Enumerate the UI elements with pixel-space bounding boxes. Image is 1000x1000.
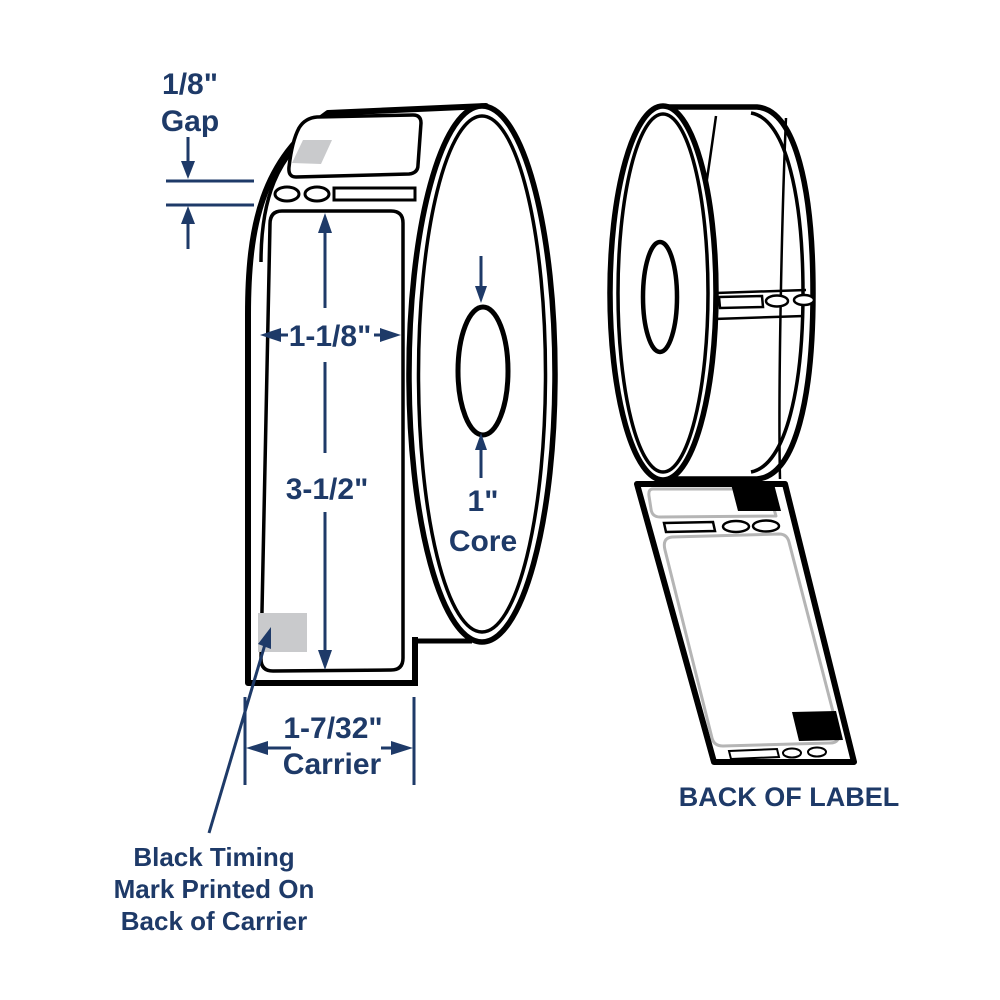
carrier-word-label: Carrier xyxy=(283,748,382,781)
back-surface-label-bottom-line xyxy=(715,288,807,295)
label-length-value: 3-1/2" xyxy=(286,473,369,506)
back-bottom-perf-oval-2 xyxy=(807,746,827,758)
width-arrowhead-right xyxy=(380,328,401,342)
gap-word-label: Gap xyxy=(161,105,219,138)
timing-note-line-3: Back of Carrier xyxy=(121,906,307,936)
core-word-label: Core xyxy=(449,525,517,558)
timing-mark-leader-arrowhead xyxy=(258,627,271,649)
front-perf-slot xyxy=(332,186,417,202)
black-timing-mark-bottom xyxy=(792,711,843,741)
front-main-label xyxy=(259,209,405,673)
gray-timing-mark-top xyxy=(292,140,332,164)
back-core-hole xyxy=(640,239,680,355)
back-bottom-perf-slot xyxy=(727,747,781,761)
core-arrowhead-down xyxy=(475,286,487,303)
carrier-arrowhead-left xyxy=(246,741,268,755)
carrier-arrowhead-right xyxy=(391,741,413,755)
length-arrowhead-up xyxy=(318,213,332,233)
carrier-width-value: 1-7/32" xyxy=(283,712,382,745)
front-perf-oval-1 xyxy=(273,185,301,203)
back-surface-perf-oval-1 xyxy=(764,294,790,308)
front-roll-assembly xyxy=(245,103,558,686)
timing-note-line-1: Black Timing xyxy=(133,842,294,872)
front-roll-disc-inner-rim xyxy=(416,114,548,634)
gap-value-label: 1/8" xyxy=(162,68,218,101)
label-width-value: 1-1/8" xyxy=(289,320,372,353)
length-arrowhead-down xyxy=(318,650,332,670)
width-arrowhead-left xyxy=(260,328,281,342)
diagram-text-layer: 1/8" Gap 1-1/8" 3-1/2" 1" Core 1-7/32" C… xyxy=(114,68,900,936)
back-roll-assembly xyxy=(607,103,857,765)
back-bottom-perf-oval-1 xyxy=(782,747,802,759)
back-perf-slot xyxy=(662,520,717,534)
back-of-label-caption: BACK OF LABEL xyxy=(679,782,899,812)
back-perf-oval-1 xyxy=(721,519,751,534)
back-surface-perf-oval-2 xyxy=(792,293,816,307)
timing-mark-leader-line xyxy=(207,640,268,834)
black-timing-mark-top xyxy=(731,484,781,511)
core-arrowhead-up xyxy=(475,433,487,450)
back-main-label xyxy=(662,532,841,748)
gap-arrowhead-down xyxy=(181,161,195,179)
front-core-hole xyxy=(455,304,511,438)
back-surface-label-top-line xyxy=(713,314,805,321)
back-perf-oval-2 xyxy=(751,519,781,533)
back-roll-disc-inner-rim xyxy=(616,112,710,474)
gap-arrowhead-up xyxy=(181,206,195,224)
front-perf-oval-2 xyxy=(303,185,331,203)
timing-note-line-2: Mark Printed On xyxy=(114,874,315,904)
core-value-label: 1" xyxy=(468,485,499,518)
dimension-annotations xyxy=(166,137,487,834)
back-surface-perf-slot xyxy=(717,294,765,310)
